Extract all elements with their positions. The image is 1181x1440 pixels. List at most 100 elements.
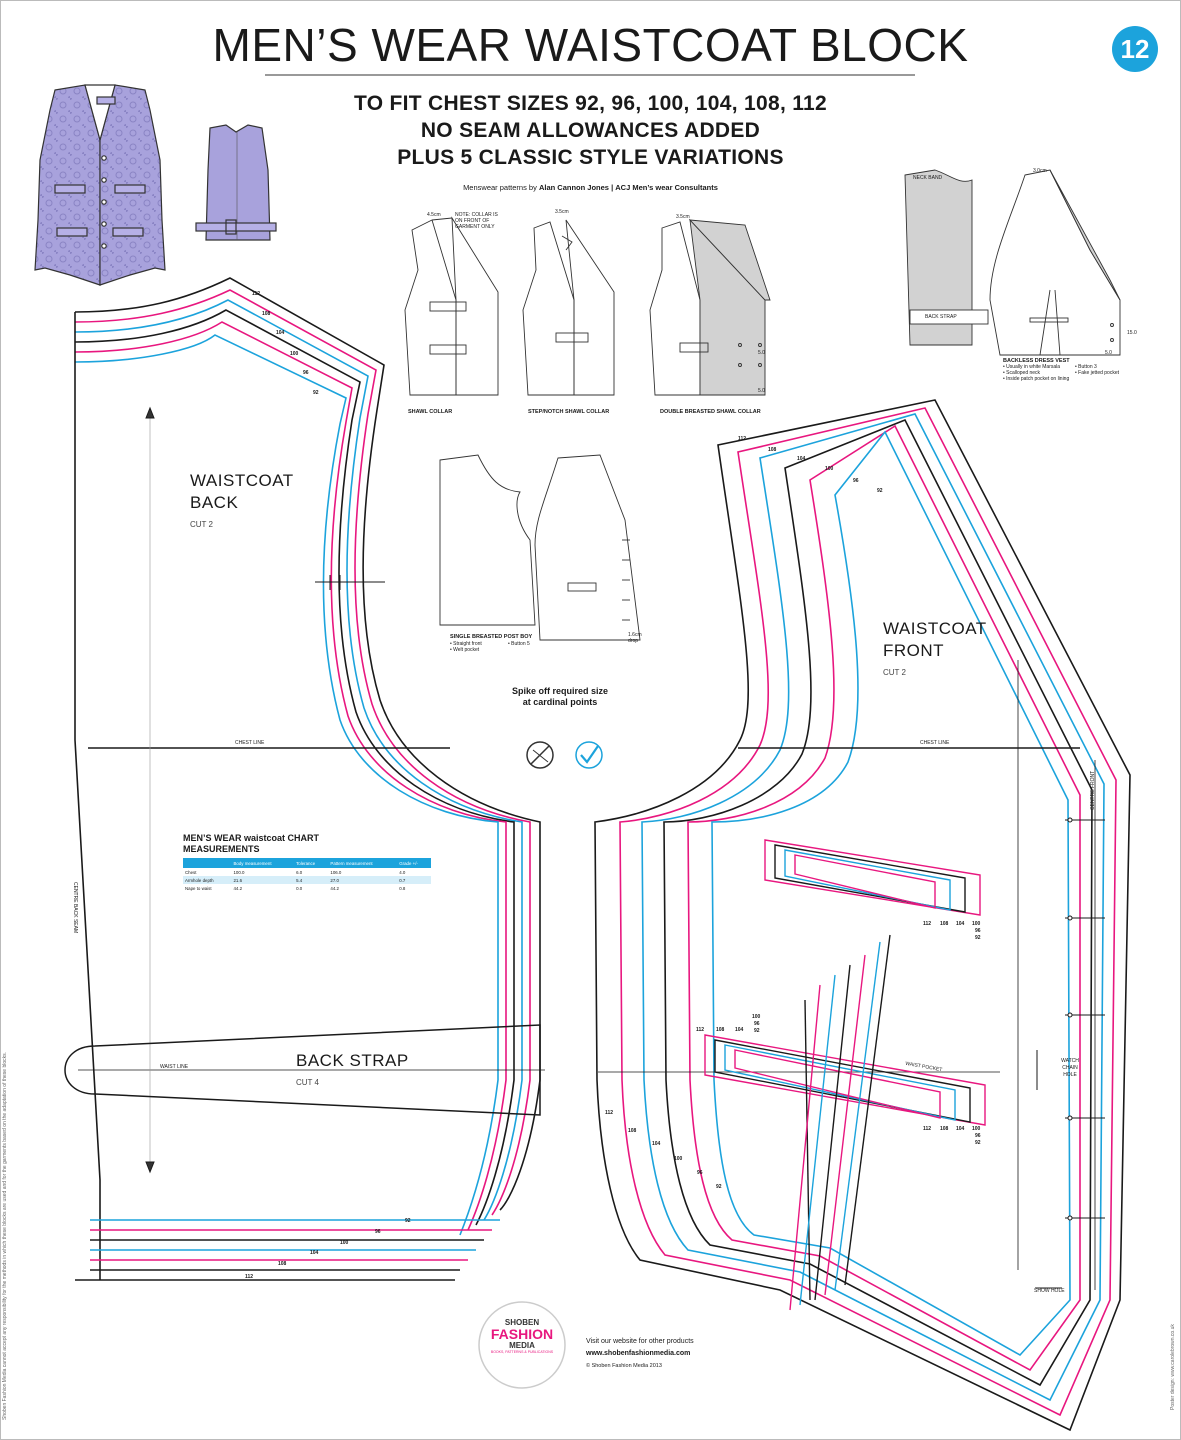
poster-design-credit: Poster design: www.carolebrown.co.uk [1170, 1324, 1176, 1410]
chest-line-label-front: CHEST LINE [920, 740, 950, 746]
button-marks [1035, 817, 1105, 1289]
table-cell: 0.8 [399, 885, 406, 891]
waist-pocket-graded [704, 1034, 986, 1126]
variation-caption: STEP/NOTCH SHAWL COLLAR [528, 409, 610, 415]
front-piece-title: WAISTCOAT FRONT [883, 618, 987, 662]
size-label: 100 [340, 1240, 349, 1246]
size-label: 96 [853, 478, 859, 484]
disclaimer-text: Shoben Fashion Media cannot accept any r… [2, 1051, 8, 1420]
back-strap-piece [64, 1024, 541, 1116]
size-label: 108 [278, 1261, 287, 1267]
subtitle-sizes: TO FIT CHEST SIZES 92, 96, 100, 104, 108… [353, 92, 828, 115]
footer-url[interactable]: www.shobenfashionmedia.com [586, 1350, 691, 1357]
variation-caption: BACKLESS DRESS VEST [1003, 358, 1070, 364]
table-header: Pattern measurement [328, 858, 398, 868]
table-cell: Nape to waist [185, 885, 212, 891]
size-label: 100 [752, 1014, 761, 1020]
variation-backless [904, 169, 1121, 356]
centre-front-label: CENTRE FRONT [1090, 770, 1096, 810]
size-label: 92 [754, 1028, 760, 1034]
table-row: Nape to waist 44.2 0.0 44.2 0.8 [183, 884, 431, 892]
size-label: 96 [697, 1170, 703, 1176]
table-cell: 21.6 [231, 876, 295, 884]
back-piece-title: WAISTCOAT BACK [190, 470, 294, 514]
size-label: 112 [605, 1110, 614, 1116]
table-cell: 106.0 [330, 869, 342, 875]
dim-label: 5.0 [1105, 350, 1112, 356]
table-cell: Chest [185, 869, 197, 875]
size-label: 108 [262, 311, 271, 317]
size-label: 104 [310, 1250, 319, 1256]
chart-title: MEN’S WEAR waistcoat CHART MEASUREMENTS [183, 833, 319, 855]
show-hole-label: SHOW HOLE [1034, 1288, 1065, 1294]
back-graded-outlines [74, 277, 541, 1281]
waist-line-label: WAIST LINE [160, 1064, 189, 1070]
strap-cut-note: CUT 4 [296, 1078, 319, 1087]
credit-separator: | [611, 183, 614, 192]
table-header [183, 858, 232, 868]
shoben-logo [478, 1301, 566, 1389]
size-label: 104 [276, 330, 285, 336]
size-label: 92 [405, 1218, 411, 1224]
table-cell: 44.2 [233, 885, 243, 891]
size-label: 112 [245, 1274, 254, 1280]
size-label: 96 [975, 928, 981, 934]
footer-visit: Visit our website for other products [586, 1338, 694, 1345]
size-label: 112 [738, 436, 747, 442]
table-row: Chest 100.0 6.0 106.0 4.0 [183, 868, 431, 876]
variation-post-boy [439, 454, 641, 641]
strap-piece-title: BACK STRAP [296, 1051, 409, 1070]
footer-copyright: © Shoben Fashion Media 2013 [586, 1363, 662, 1369]
size-label: 108 [628, 1128, 637, 1134]
size-label: 108 [716, 1027, 725, 1033]
table-cell: Armhole depth [183, 876, 232, 884]
size-label: 96 [303, 370, 309, 376]
centre-back-seam-label: CENTRE BACK SEAM [72, 882, 78, 934]
variation-note: • Scalloped neck [1003, 370, 1041, 376]
table-cell: 4.0 [399, 869, 406, 875]
credit-prefix: Menswear patterns by [463, 183, 537, 192]
dim-label: 3.5cm [676, 214, 690, 220]
variation-note: • Button 3 [1075, 364, 1097, 370]
size-label: 92 [877, 488, 883, 494]
size-label: 104 [735, 1027, 744, 1033]
size-label: 100 [674, 1156, 683, 1162]
dim-label: 3.0cm [1033, 168, 1047, 174]
watch-chain-label: WATCH CHAIN HOLE [1061, 1058, 1079, 1078]
table-cell: 0.7 [397, 876, 431, 884]
table-cell: 27.0 [328, 876, 398, 884]
variation-shawl-collar [404, 216, 499, 396]
table-header: Body measurement [231, 858, 295, 868]
logo-mid: FASHION [490, 1326, 554, 1342]
size-label: 96 [975, 1133, 981, 1139]
variation-caption: SINGLE BREASTED POST BOY [450, 634, 533, 640]
subtitle-variations: PLUS 5 CLASSIC STYLE VARIATIONS [397, 146, 784, 169]
variation-caption: DOUBLE BREASTED SHAWL COLLAR [660, 409, 761, 415]
logo-arc-text: BOOKS, PATTERNS & PUBLICATIONS [490, 1350, 554, 1354]
size-label: 100 [972, 1126, 981, 1132]
size-label: 108 [768, 447, 777, 453]
vest-back-illustration [195, 124, 277, 241]
size-label: 92 [975, 1140, 981, 1146]
variation-note: • Fake jetted pocket [1075, 370, 1119, 376]
variation-note: • Usually in white Marsala [1003, 364, 1061, 370]
variation-step-collar [522, 219, 615, 396]
chart-title-line1: MEN’S WEAR waistcoat CHART [183, 833, 320, 843]
logo-top: SHOBEN [504, 1318, 540, 1327]
front-title-line2: FRONT [883, 641, 945, 660]
dim-label: 15.0 [1127, 330, 1137, 336]
table-cell: 0.0 [296, 885, 303, 891]
shawl-collar-note: NOTE: COLLAR IS ON FRONT OF GARMENT ONLY [455, 212, 498, 230]
size-label: 104 [797, 456, 806, 462]
size-label: 104 [956, 1126, 965, 1132]
variation-double-breasted [649, 218, 771, 396]
spike-wrong-icon [526, 741, 554, 769]
table-cell: 5.4 [294, 876, 329, 884]
size-label: 92 [716, 1184, 722, 1190]
table-header: Tolerance [294, 858, 329, 868]
size-label: 112 [252, 291, 261, 297]
front-cut-note: CUT 2 [883, 668, 906, 677]
page-title: MEN’S WEAR WAISTCOAT BLOCK [212, 19, 969, 71]
spike-correct-icon [575, 741, 603, 769]
